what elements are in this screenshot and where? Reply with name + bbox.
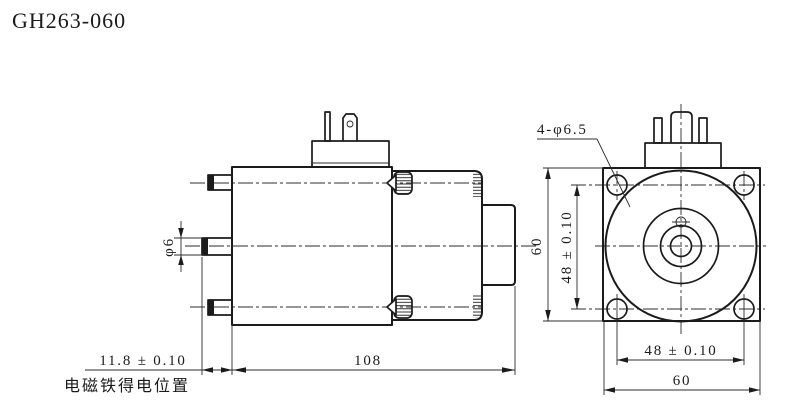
flange-circle xyxy=(604,169,758,323)
drawing-title: GH263-060 xyxy=(12,8,126,33)
holes-callout-label: 4-φ6.5 xyxy=(537,122,588,138)
width-dim-label: 60 xyxy=(673,373,692,389)
coil-circle xyxy=(642,207,720,285)
side-view xyxy=(185,111,538,326)
front-view xyxy=(571,104,766,334)
mounting-screw-bottom xyxy=(386,295,413,319)
tab-hole xyxy=(346,120,354,128)
connector-block-front xyxy=(644,142,722,169)
connector-pin-right xyxy=(698,117,708,144)
plunger xyxy=(201,237,233,256)
height-dim-label: 60 xyxy=(529,237,545,256)
connector-pin-center xyxy=(670,111,693,143)
horiz-hole-dim-label: 48 ± 0.10 xyxy=(644,343,717,359)
dim-stroke: 11.8 ± 0.10 电磁铁得电位置 xyxy=(64,353,232,395)
dim-hole-spacing-horizontal: 48 ± 0.10 xyxy=(616,294,745,365)
dim-overall-length: 108 xyxy=(233,353,515,373)
connector-pin-side xyxy=(324,111,331,142)
nose-cylinder xyxy=(481,204,516,286)
plunger-diameter-label: φ6 xyxy=(161,237,177,257)
dim-hole-spacing-vertical: 48 ± 0.10 xyxy=(559,185,580,309)
center-bore xyxy=(669,234,693,258)
connector-block-side xyxy=(311,140,390,168)
connector-tab-side xyxy=(342,113,358,141)
lower-pin xyxy=(207,299,233,316)
mounting-screw-top xyxy=(386,171,413,195)
holes-callout: 4-φ6.5 xyxy=(537,122,631,208)
upper-pin xyxy=(207,174,233,191)
front-view-dimensions: 4-φ6.5 60 48 ± 0.10 48 ± 0.10 xyxy=(529,122,761,395)
mount-hole-tr xyxy=(733,174,755,196)
stroke-dim-label: 11.8 ± 0.10 xyxy=(99,353,186,369)
flange-knurl-bottom xyxy=(473,294,481,318)
side-view-dimensions: φ6 11.8 ± 0.10 电磁铁得电位置 108 xyxy=(64,221,516,395)
vert-hole-dim-label: 48 ± 0.10 xyxy=(559,210,575,283)
hub-circle xyxy=(659,224,703,268)
stroke-note-label: 电磁铁得电位置 xyxy=(64,377,190,395)
dim-overall-width: 60 xyxy=(603,322,761,395)
length-dim-label: 108 xyxy=(354,353,382,369)
flange-knurl-top xyxy=(473,173,481,197)
mount-hole-tl xyxy=(606,174,628,196)
flange-side xyxy=(391,170,483,321)
connector-pin-left xyxy=(653,117,663,144)
dim-plunger-diameter: φ6 xyxy=(161,221,204,272)
holes-callout-leader xyxy=(596,138,631,208)
dim-overall-height: 60 xyxy=(529,167,602,322)
